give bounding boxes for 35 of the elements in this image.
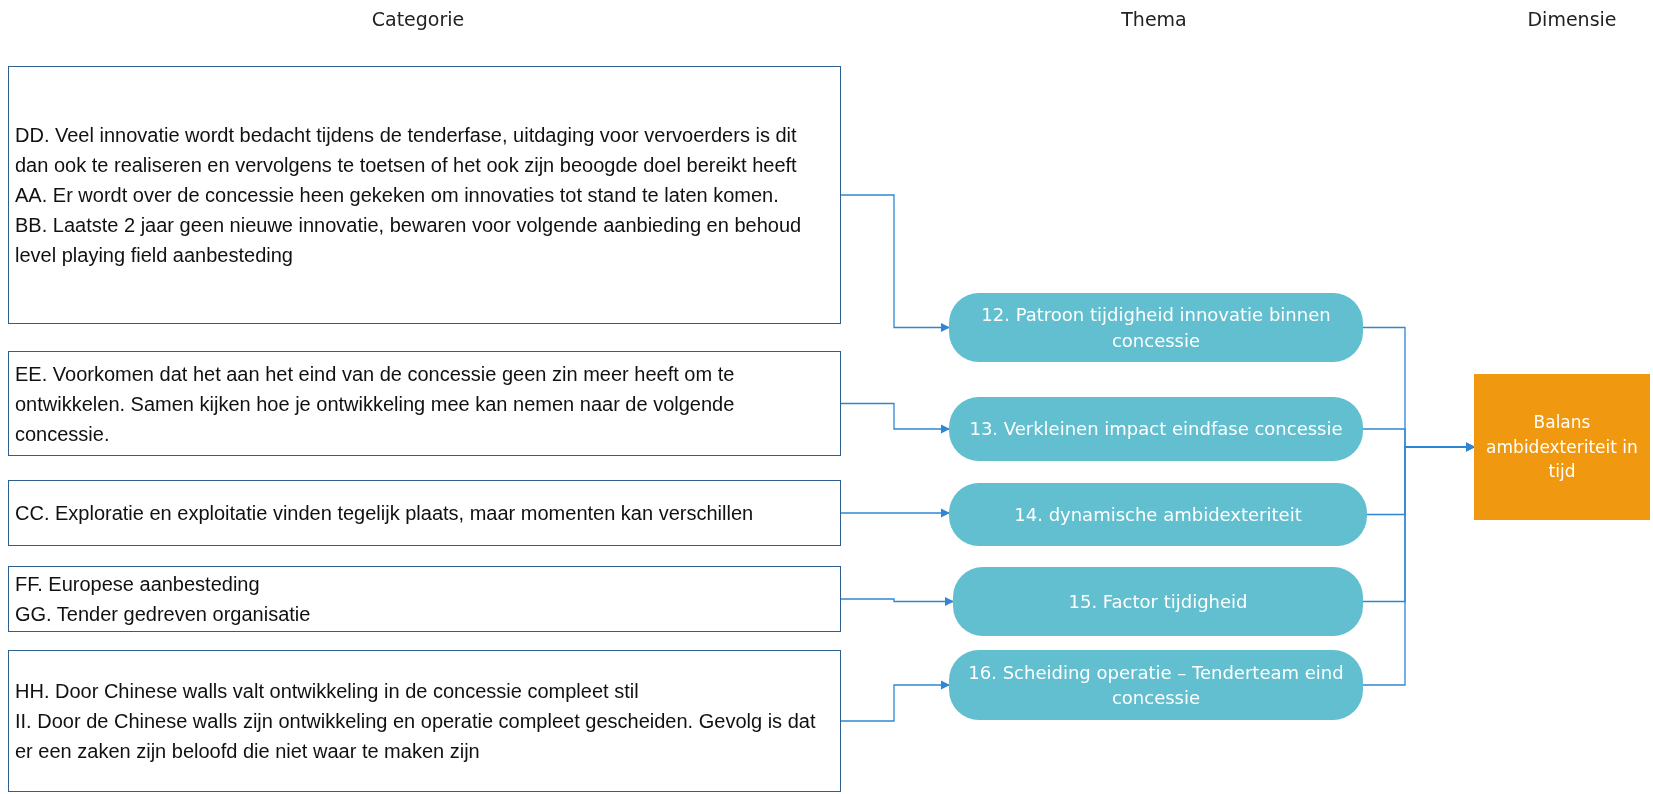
category-text: BB. Laatste 2 jaar geen nieuwe innovatie, bewaren voor volgende aanbieding en behoud level playing field aanbesteding bbox=[15, 213, 803, 268]
theme-text: 15. Factor tijdigheid bbox=[1068, 589, 1248, 614]
theme-text: 14. dynamische ambidexteriteit bbox=[1014, 502, 1302, 527]
column-heading: Dimensie bbox=[1527, 8, 1617, 30]
theme-text: 12. Patroon tijdigheid innovatie binnen concessie bbox=[980, 303, 1332, 353]
arrow bbox=[840, 680, 950, 722]
category-text: EE. Voorkomen dat het aan het eind van de concessie geen zin meer heeft om te ontwikkelen. Samen kijken hoe je ontwikkeling mee kan nemen naar de volgende concessie. bbox=[15, 361, 736, 447]
theme-text: 13. Verkleinen impact eindfase concessie bbox=[969, 417, 1343, 442]
arrow bbox=[840, 402, 950, 434]
theme-pill bbox=[949, 397, 1363, 461]
category-text: HH. Door Chinese walls valt ontwikkeling in de concessie compleet stil bbox=[15, 679, 640, 704]
column-heading: Categorie bbox=[371, 8, 465, 30]
category-text: DD. Veel innovatie wordt bedacht tijdens de tenderfase, uitdaging voor vervoerders is dit dan ook te realiseren en vervolgens te toetsen of het ook zijn beoogde doel bereikt heeft bbox=[15, 123, 798, 178]
category-box bbox=[8, 650, 841, 792]
category-box bbox=[8, 566, 841, 632]
category-text: CC. Exploratie en exploitatie vinden tegelijk plaats, maar momenten kan verschillen bbox=[15, 501, 755, 526]
theme-pill bbox=[953, 567, 1363, 636]
category-box bbox=[8, 66, 841, 324]
column-heading: Thema bbox=[1121, 8, 1187, 30]
category-text: GG. Tender gedreven organisatie bbox=[15, 602, 312, 627]
theme-text: 16. Scheiding operatie – Tenderteam eind concessie bbox=[967, 660, 1345, 710]
theme-pill bbox=[949, 293, 1363, 362]
dimension-text: Balans ambidexteriteit in tijd bbox=[1485, 411, 1639, 484]
dimension-box bbox=[1474, 374, 1650, 520]
theme-pill bbox=[949, 650, 1363, 720]
category-text: II. Door de Chinese walls zijn ontwikkeling en operatie compleet gescheiden. Gevolg is dat er een zaken zijn beloofd die niet waar te maken zijn bbox=[15, 709, 817, 764]
category-box bbox=[8, 480, 841, 546]
category-text: FF. Europese aanbesteding bbox=[15, 572, 261, 597]
arrow bbox=[1362, 442, 1475, 686]
arrow bbox=[840, 508, 950, 518]
arrow bbox=[840, 596, 954, 607]
theme-pill bbox=[949, 483, 1367, 546]
category-text: AA. Er wordt over de concessie heen gekeken om innovaties tot stand te laten komen. bbox=[15, 183, 780, 208]
arrow bbox=[840, 194, 950, 333]
category-box bbox=[8, 351, 841, 456]
